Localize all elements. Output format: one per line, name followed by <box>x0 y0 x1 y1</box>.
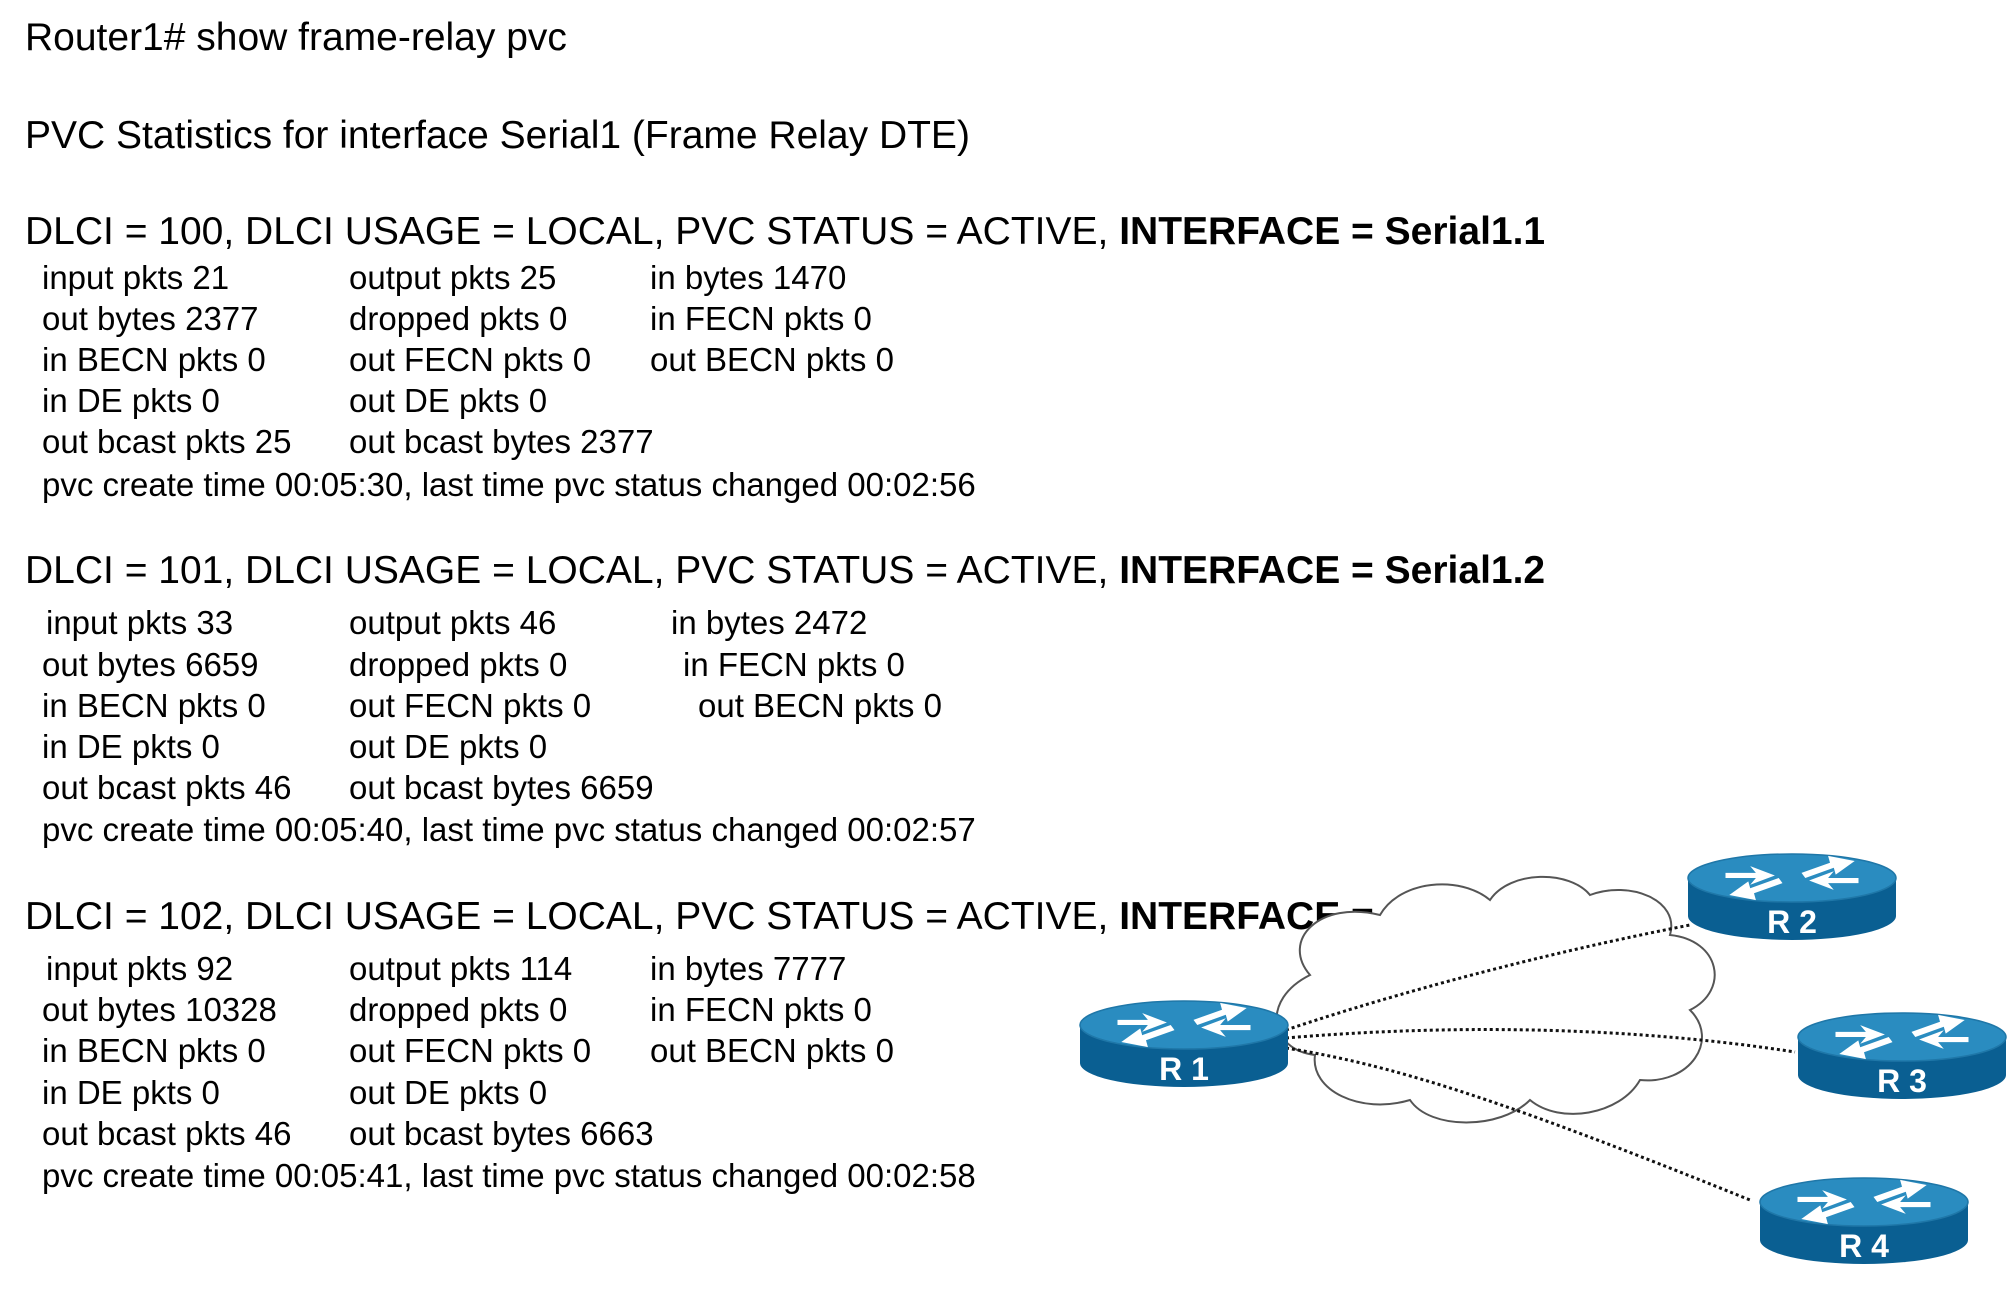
pvc-2-stat: dropped pkts 0 <box>349 646 568 683</box>
pvc-3-stat: out FECN pkts 0 <box>349 1032 592 1069</box>
pvc-1-time: pvc create time 00:05:30, last time pvc … <box>42 466 976 503</box>
pvc-3-stat: out DE pkts 0 <box>349 1074 548 1111</box>
pvc-1-stat: out bytes 2377 <box>42 300 259 337</box>
pvc-3-stat: out bcast bytes 6663 <box>349 1115 654 1152</box>
pvc-2-stat: input pkts 33 <box>46 604 234 641</box>
router-r1: R 1 <box>1079 1000 1289 1087</box>
router-r2-label: R 2 <box>1767 904 1817 940</box>
pvc-link-r1-r2 <box>1285 923 1691 1032</box>
frame-relay-cloud <box>1275 875 1716 1124</box>
router-r3: R 3 <box>1797 1012 2007 1099</box>
pvc-1-stat: out FECN pkts 0 <box>349 341 592 378</box>
pvc-2-stat: in DE pkts 0 <box>42 728 220 765</box>
pvc-3-time: pvc create time 00:05:41, last time pvc … <box>42 1157 976 1194</box>
pvc-2-stat: in bytes 2472 <box>671 604 868 641</box>
pvc-3-stat: out bytes 10328 <box>42 991 277 1028</box>
router-r4-label: R 4 <box>1839 1228 1889 1264</box>
pvc-1-stat: out bcast pkts 25 <box>42 423 292 460</box>
pvc-link-r1-r4 <box>1285 1046 1751 1202</box>
router-r2: R 2 <box>1687 853 1897 940</box>
pvc-2-stat: in BECN pkts 0 <box>42 687 266 724</box>
router-r1-label: R 1 <box>1159 1051 1209 1087</box>
pvc-2-stat: out bytes 6659 <box>42 646 259 683</box>
pvc-1-stat: out bcast bytes 2377 <box>349 423 654 460</box>
pvc-1-stat: in DE pkts 0 <box>42 382 220 419</box>
pvc-2-interface: INTERFACE = Serial1.2 <box>1119 549 1546 592</box>
frame-relay-topology: R 1 R 2 R 3 R 4 <box>1079 853 2007 1264</box>
pvc-link-r1-r3 <box>1285 1028 1796 1054</box>
pvc-3-summary: DLCI = 102, DLCI USAGE = LOCAL, PVC STAT… <box>25 897 1545 936</box>
pvc-2-details: DLCI = 101, DLCI USAGE = LOCAL, PVC STAT… <box>25 549 1120 592</box>
pvc-1-stat: out DE pkts 0 <box>349 382 548 419</box>
pvc-1-stat: output pkts 25 <box>349 259 557 296</box>
pvc-2-stat: out BECN pkts 0 <box>698 687 942 724</box>
pvc-1-stat: out BECN pkts 0 <box>650 341 894 378</box>
pvc-2-stat: out bcast pkts 46 <box>42 769 292 806</box>
pvc-3-stat: out BECN pkts 0 <box>650 1032 894 1069</box>
pvc-3-stat: input pkts 92 <box>46 950 234 987</box>
pvc-1-stat: in bytes 1470 <box>650 259 847 296</box>
pvc-3-stat: in bytes 7777 <box>650 950 847 987</box>
pvc-1-summary: DLCI = 100, DLCI USAGE = LOCAL, PVC STAT… <box>25 212 1545 251</box>
stats-header: PVC Statistics for interface Serial1 (Fr… <box>25 114 970 157</box>
router-r4: R 4 <box>1759 1177 1969 1264</box>
pvc-1-stat: in FECN pkts 0 <box>650 300 872 337</box>
pvc-1-stat: dropped pkts 0 <box>349 300 568 337</box>
pvc-3-details: DLCI = 102, DLCI USAGE = LOCAL, PVC STAT… <box>25 895 1120 938</box>
pvc-3-stat: output pkts 114 <box>349 950 573 987</box>
pvc-3-stat: in BECN pkts 0 <box>42 1032 266 1069</box>
pvc-3-stat: out bcast pkts 46 <box>42 1115 292 1152</box>
pvc-2-stat: out bcast bytes 6659 <box>349 769 654 806</box>
pvc-2-stat: out FECN pkts 0 <box>349 687 592 724</box>
pvc-3-stat: dropped pkts 0 <box>349 991 568 1028</box>
pvc-2-stat: in FECN pkts 0 <box>683 646 905 683</box>
pvc-1-details: DLCI = 100, DLCI USAGE = LOCAL, PVC STAT… <box>25 210 1120 253</box>
pvc-1-interface: INTERFACE = Serial1.1 <box>1119 210 1546 253</box>
pvc-2-summary: DLCI = 101, DLCI USAGE = LOCAL, PVC STAT… <box>25 551 1545 590</box>
pvc-3-stat: in DE pkts 0 <box>42 1074 220 1111</box>
pvc-1-stat: in BECN pkts 0 <box>42 341 266 378</box>
pvc-2-stat: output pkts 46 <box>349 604 557 641</box>
pvc-2-time: pvc create time 00:05:40, last time pvc … <box>42 811 976 848</box>
pvc-3-stat: in FECN pkts 0 <box>650 991 872 1028</box>
command-line: Router1# show frame-relay pvc <box>25 16 567 59</box>
router-r3-label: R 3 <box>1877 1063 1927 1099</box>
pvc-2-stat: out DE pkts 0 <box>349 728 548 765</box>
pvc-1-stat: input pkts 21 <box>42 259 230 296</box>
